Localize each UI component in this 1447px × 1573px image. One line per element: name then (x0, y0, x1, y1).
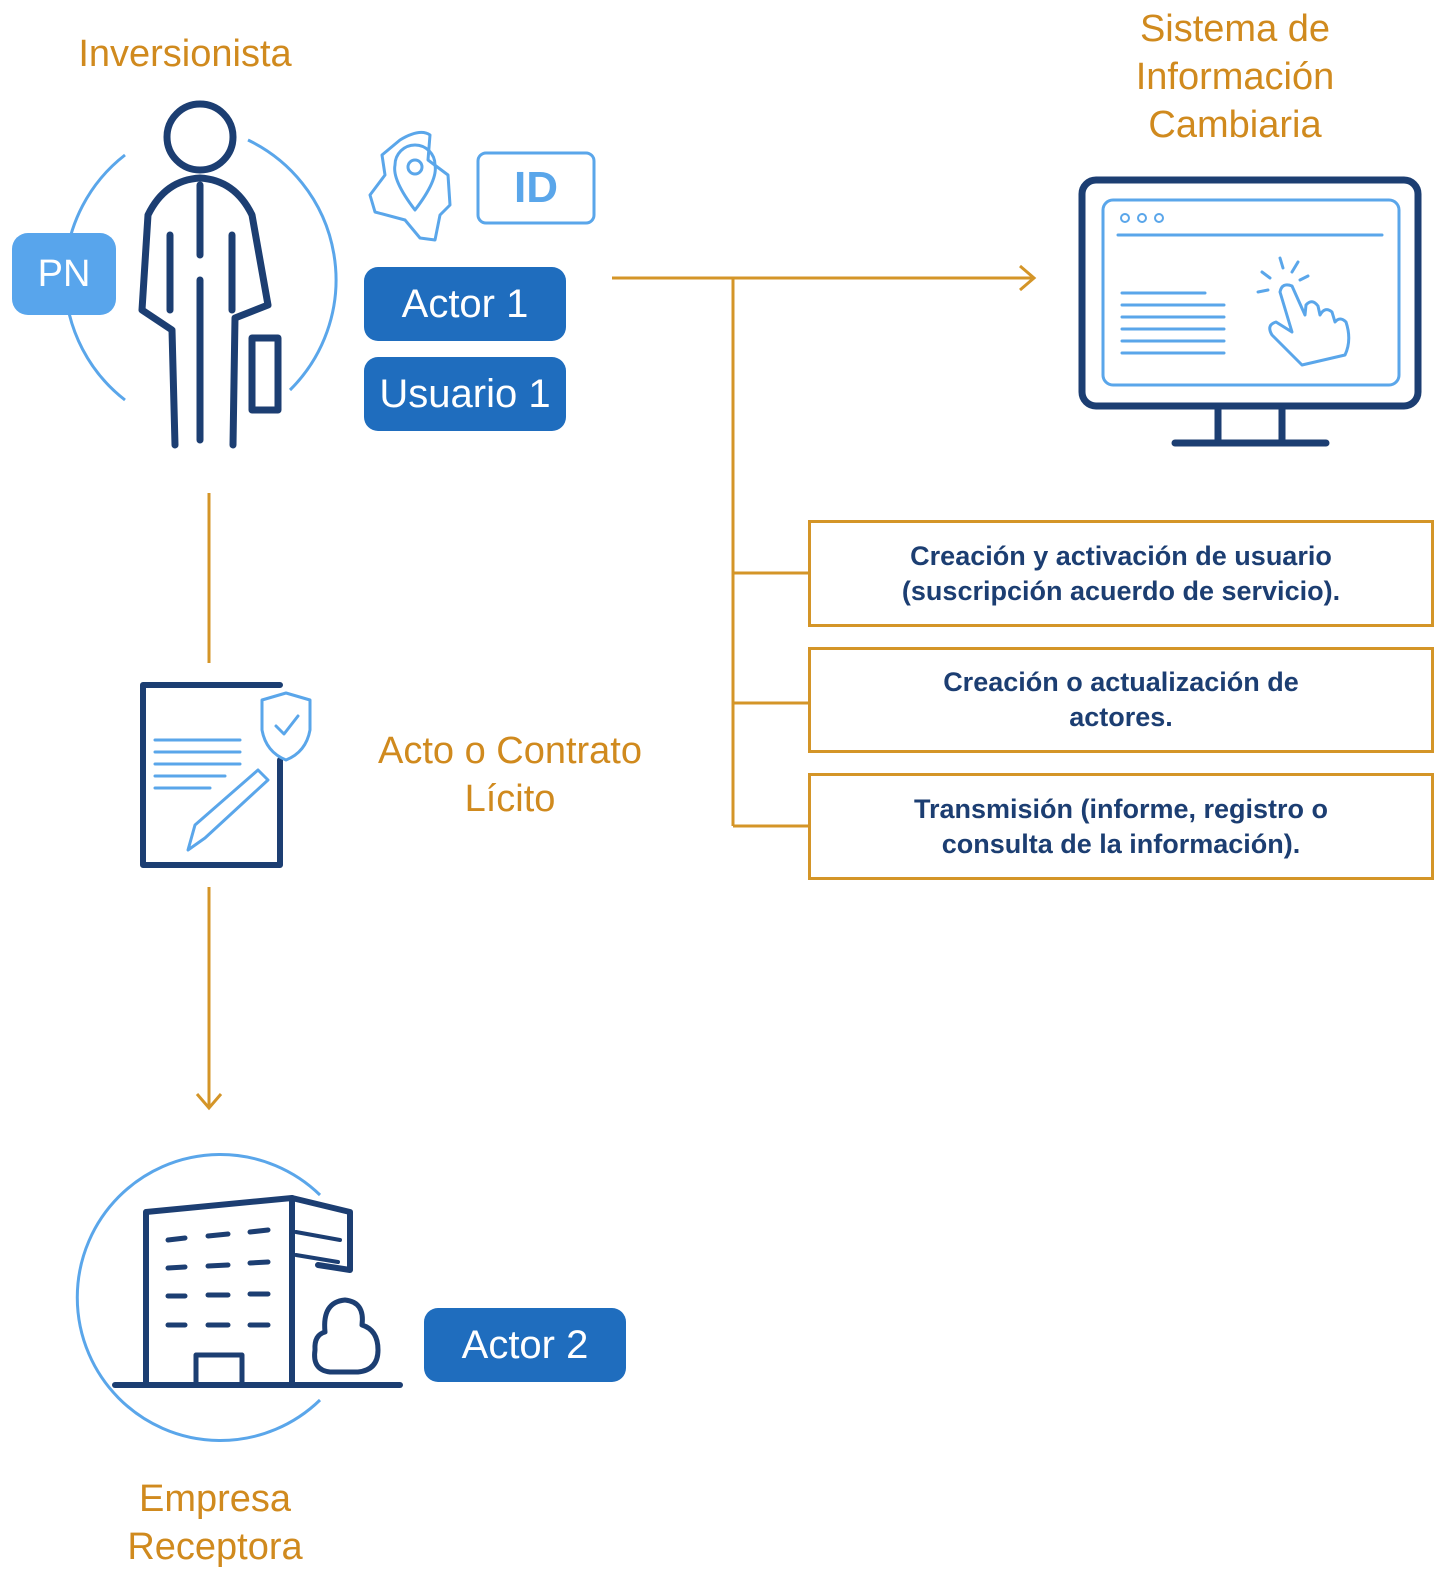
process-text: Creación y activación de usuario (suscri… (901, 540, 1341, 606)
hand-pointer-icon (1256, 256, 1351, 367)
investor-title: Inversionista (78, 33, 292, 75)
map-pin-icon (368, 130, 452, 242)
system-title: Sistema de Información Cambiaria (1135, 8, 1335, 146)
contract-title: Acto o Contrato Lícito (377, 730, 643, 820)
usuario-1-label: Usuario 1 (364, 357, 566, 431)
process-box-user-creation: Creación y activación de usuario (suscri… (808, 520, 1434, 627)
process-box-transmission: Transmisión (informe, registro o consult… (808, 773, 1434, 880)
id-card-icon (476, 151, 596, 225)
actor-1-label: Actor 1 (364, 267, 566, 341)
monitor-icon (1078, 176, 1422, 447)
building-icon (112, 1195, 403, 1388)
process-text: Creación o actualización de actores. (943, 667, 1299, 732)
pn-badge: PN (12, 233, 116, 315)
id-label: ID (514, 163, 558, 212)
company-title: Empresa Receptora (127, 1478, 303, 1568)
process-text: Transmisión (informe, registro o consult… (913, 793, 1329, 859)
contract-document-icon (140, 682, 312, 868)
company-circle (75, 1153, 322, 1442)
person-icon (138, 100, 282, 449)
actor-2-label: Actor 2 (424, 1308, 626, 1382)
process-box-actor-update: Creación o actualización de actores. (808, 647, 1434, 753)
